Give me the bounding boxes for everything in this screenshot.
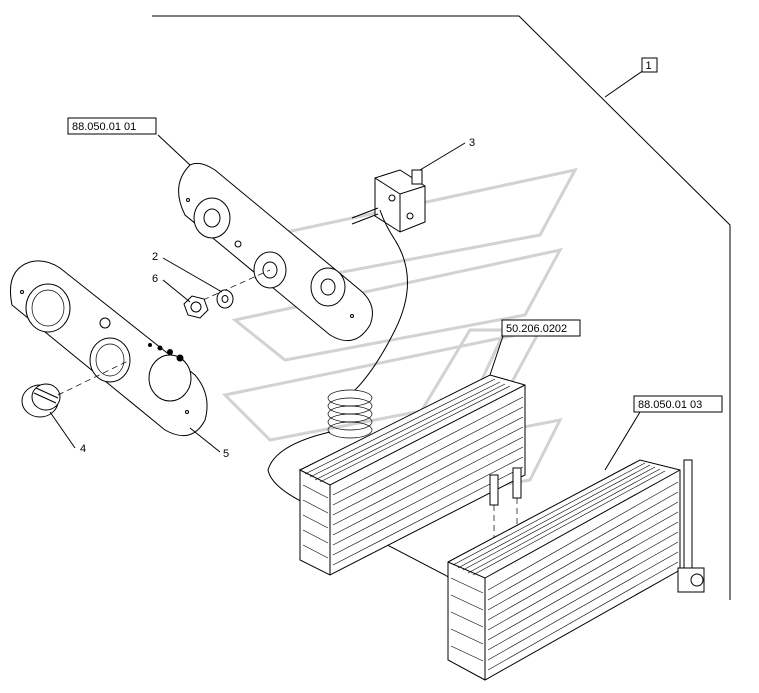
callout-2: 2 [152, 251, 158, 263]
rear-mounting-panel: 88.050.01 01 [67, 117, 373, 342]
callout-1: 1 [646, 60, 652, 72]
thermostat-switch: 3 [351, 137, 475, 241]
front-evaporator-core: 50.206.0202 [299, 319, 581, 576]
rear-evaporator-core: 88.050.01 03 [447, 395, 723, 681]
callout-3: 3 [469, 137, 475, 149]
control-knob: 4 [21, 383, 86, 455]
callout-6: 6 [152, 273, 158, 285]
callout-5: 5 [223, 448, 229, 460]
callout-evap-rear-ref: 88.050.01 03 [638, 399, 702, 411]
callout-panel-ref: 88.050.01 01 [72, 121, 136, 133]
callout-evap-front-ref: 50.206.0202 [506, 323, 567, 335]
front-cover-plate: 5 [10, 260, 229, 460]
washer: 2 [152, 251, 234, 309]
hex-nut: 6 [152, 273, 209, 319]
assembly-bracket: 1 [152, 15, 731, 600]
callout-4: 4 [80, 443, 86, 455]
